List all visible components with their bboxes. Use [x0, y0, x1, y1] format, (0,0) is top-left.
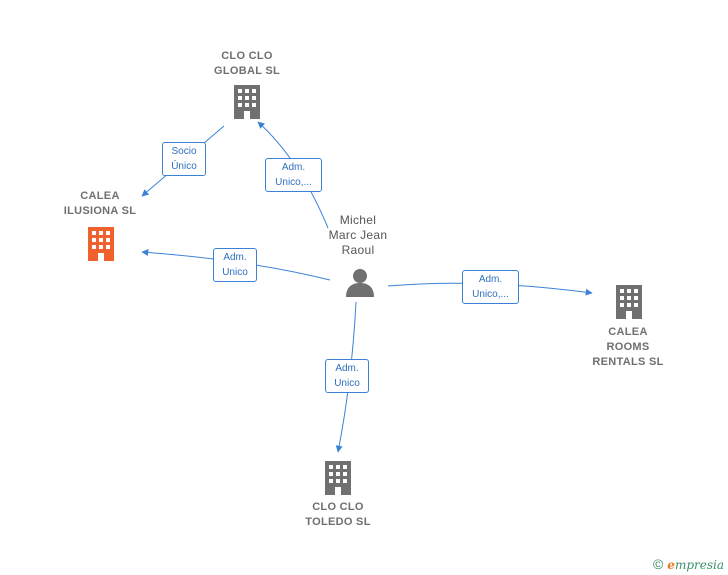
- edge-label-adm-unico-global[interactable]: Adm. Unico,...: [265, 158, 322, 192]
- building-icon[interactable]: [88, 227, 114, 261]
- person-icon[interactable]: [346, 269, 374, 297]
- edge-label-adm-unico-ilusiona[interactable]: Adm. Unico: [213, 248, 257, 282]
- building-icon[interactable]: [234, 85, 260, 119]
- building-icon[interactable]: [325, 461, 351, 495]
- edge-label-socio-unico[interactable]: Socio Único: [162, 142, 206, 176]
- building-icon[interactable]: [616, 285, 642, 319]
- brand-initial: e: [667, 558, 675, 572]
- edge-label-adm-unico-toledo[interactable]: Adm. Unico: [325, 359, 369, 393]
- node-label-calea-rooms-rentals[interactable]: CALEA ROOMS RENTALS SL: [592, 326, 664, 368]
- node-label-clo-clo-global[interactable]: CLO CLO GLOBAL SL: [213, 50, 281, 77]
- brand-name: mpresia: [674, 558, 724, 572]
- edge-label-adm-unico-rooms[interactable]: Adm. Unico,...: [462, 270, 519, 304]
- node-label-michel[interactable]: Michel Marc Jean Raoul: [328, 213, 388, 257]
- copyright-symbol: ©: [652, 556, 664, 572]
- node-label-calea-ilusiona[interactable]: CALEA ILUSIONA SL: [63, 190, 137, 217]
- node-label-clo-clo-toledo[interactable]: CLO CLO TOLEDO SL: [305, 501, 371, 528]
- empresia-logo[interactable]: ©empresia: [653, 556, 724, 572]
